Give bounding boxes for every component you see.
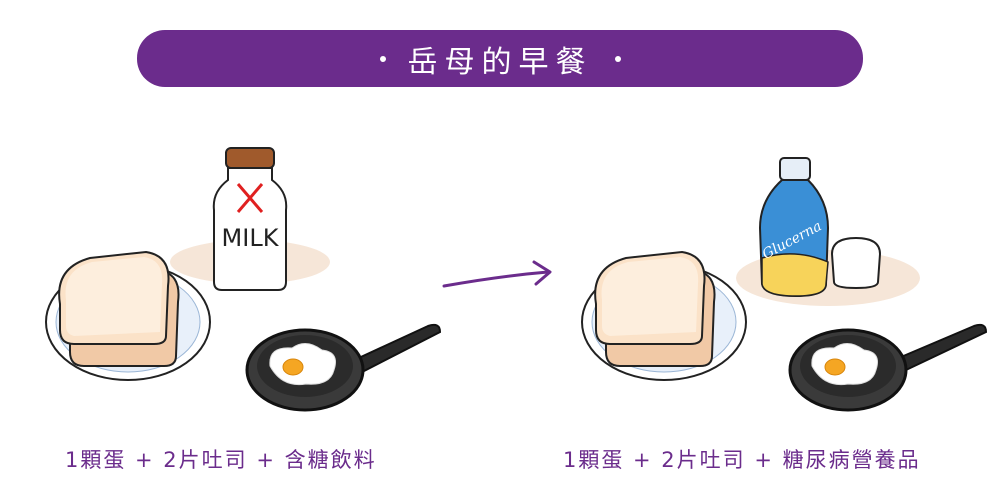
milk-bottle-icon: MILK [212,147,288,291]
bread-plate-icon [581,250,747,381]
cross-icon [236,183,264,213]
title-dot-left [379,55,386,62]
arrow-right-icon [442,260,552,288]
glucerna-bottle-icon: Glucerna [758,157,882,298]
caption-left: 1顆蛋 + 2片吐司 + 含糖飲料 [65,448,377,472]
title-banner: 岳母的早餐 [137,30,863,87]
cup-icon [830,236,882,290]
fried-egg-pan-icon [788,323,988,412]
bread-plate-icon [45,250,211,381]
page-title: 岳母的早餐 [407,44,593,80]
milk-label: MILK [222,224,280,252]
title-dot-right [614,55,621,62]
fried-egg-pan-icon [245,323,442,412]
caption-right: 1顆蛋 + 2片吐司 + 糖尿病營養品 [563,448,921,472]
